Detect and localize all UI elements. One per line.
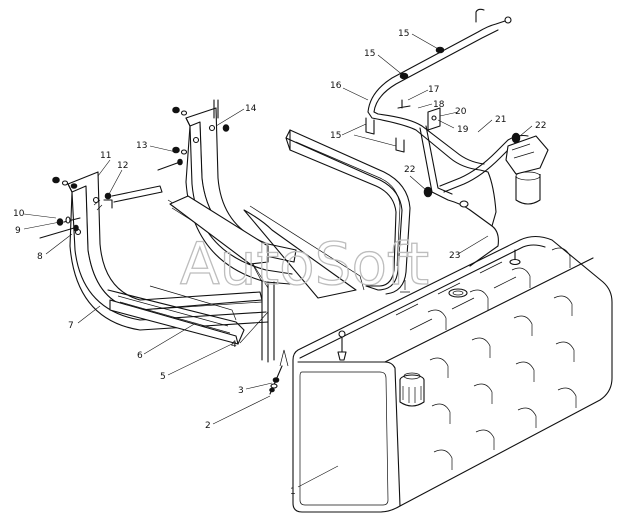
callout-19: 19 [457, 125, 469, 135]
callout-23: 23 [449, 251, 460, 261]
callout-9: 9 [15, 226, 21, 236]
callout-22-filter: 22 [535, 121, 546, 131]
callout-18: 18 [433, 100, 445, 110]
fuel-lines [367, 8, 529, 267]
callout-17: 17 [428, 85, 439, 95]
fuel-tank [292, 235, 613, 513]
callout-2: 2 [205, 421, 211, 431]
leader-lines [23, 33, 533, 488]
callout-10: 10 [13, 209, 25, 219]
rubber-pad [285, 129, 411, 295]
callout-8: 8 [37, 252, 43, 262]
callout-6: 6 [137, 351, 143, 361]
callout-3: 3 [238, 386, 244, 396]
callout-15-mid: 15 [364, 49, 375, 59]
callout-11: 11 [100, 151, 111, 161]
callout-14: 14 [245, 104, 257, 114]
callout-4: 4 [231, 340, 237, 350]
callout-labels: 1 2 3 4 5 6 7 8 9 10 11 12 13 14 15 15 1… [13, 29, 546, 497]
callout-15-low: 15 [330, 131, 341, 141]
callout-7: 7 [68, 321, 74, 331]
callout-15-top: 15 [398, 29, 409, 39]
gauge-sender [448, 288, 468, 298]
callout-20: 20 [455, 107, 467, 117]
callout-16: 16 [330, 81, 342, 91]
fuel-filter [505, 132, 549, 205]
tank-strap-band [167, 195, 365, 363]
callout-22-union: 22 [404, 165, 415, 175]
tank-rib [427, 247, 577, 470]
callout-13: 13 [136, 141, 147, 151]
callout-12: 12 [117, 161, 128, 171]
filler-cap [399, 372, 425, 407]
watermark: AutoSoft [180, 230, 429, 298]
callout-1: 1 [290, 487, 296, 497]
callout-21: 21 [495, 115, 506, 125]
callout-5: 5 [160, 372, 166, 382]
fasteners [39, 106, 289, 395]
pipe-union [423, 186, 433, 198]
